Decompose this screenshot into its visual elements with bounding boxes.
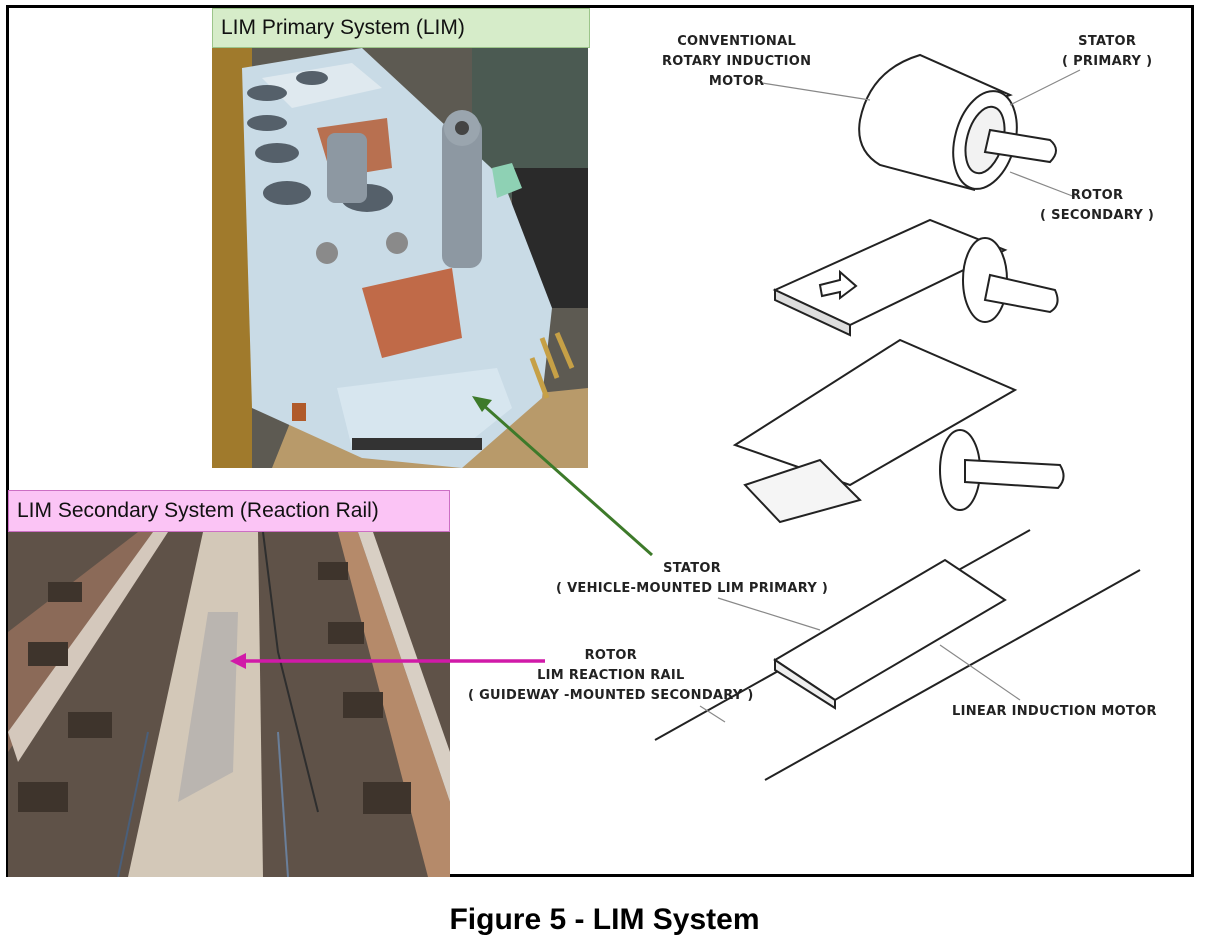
label-stator-vehicle: STATOR ( VEHICLE-MOUNTED LIM PRIMARY ) (556, 559, 828, 599)
lim-primary-photo (212, 48, 588, 468)
label-conventional-motor: CONVENTIONAL ROTARY INDUCTION MOTOR (662, 32, 811, 92)
label-rotor-secondary: ROTOR ( SECONDARY ) (1040, 186, 1154, 226)
figure-caption: Figure 5 - LIM System (449, 903, 760, 936)
label-line: ROTOR (1070, 188, 1124, 203)
label-line: CONVENTIONAL (677, 34, 797, 49)
label-line: STATOR (1078, 34, 1137, 49)
label-line: MOTOR (708, 74, 765, 89)
lim-primary-illustration (212, 48, 588, 468)
lim-secondary-photo (8, 532, 450, 877)
label-line: ( GUIDEWAY -MOUNTED SECONDARY ) (468, 688, 754, 703)
reaction-rail-illustration (8, 532, 450, 877)
label-line: ( PRIMARY ) (1062, 54, 1153, 69)
label-rotor-rail: ROTOR LIM REACTION RAIL ( GUIDEWAY -MOUN… (468, 646, 754, 706)
label-line: ROTOR (584, 648, 638, 663)
primary-photo-label: LIM Primary System (LIM) (212, 8, 590, 48)
label-stator-primary: STATOR ( PRIMARY ) (1062, 32, 1152, 72)
label-line: LIM REACTION RAIL (537, 668, 685, 683)
label-line: ( SECONDARY ) (1040, 208, 1155, 223)
label-line: ROTARY INDUCTION (662, 54, 812, 69)
label-line: STATOR (663, 561, 722, 576)
label-line: ( VEHICLE-MOUNTED LIM PRIMARY ) (556, 581, 829, 596)
label-linear-motor: LINEAR INDUCTION MOTOR (952, 704, 1157, 719)
secondary-photo-label: LIM Secondary System (Reaction Rail) (8, 490, 450, 532)
